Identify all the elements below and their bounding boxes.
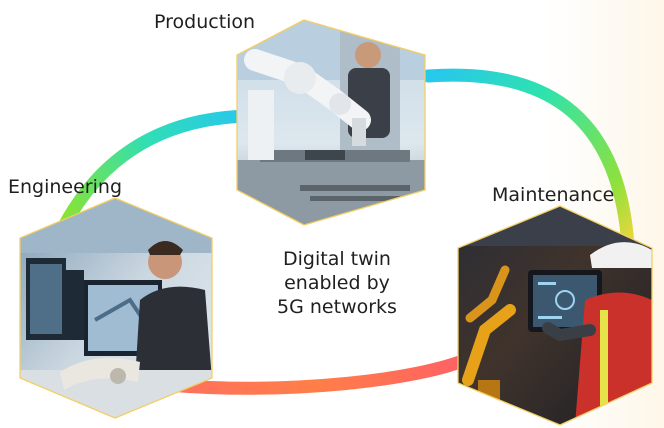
label-maintenance: Maintenance [492,184,615,206]
engineering-node [19,197,213,419]
arrow-maintenance-to-engineering [161,351,477,395]
label-engineering: Engineering [8,176,122,198]
maintenance-node [457,205,653,426]
label-production: Production [154,11,256,33]
center-caption-line-1: Digital twin [283,248,391,270]
production-node [236,19,426,226]
arrow-engineering-to-production [51,109,255,245]
center-caption-line-3: 5G networks [277,295,397,318]
center-caption: Digital twin enabled by 5G networks [262,248,412,320]
cycle-arrows [51,68,635,395]
production-photo [237,20,425,225]
engineering-photo [20,198,212,418]
maintenance-photo [458,206,652,425]
center-caption-line-2: enabled by [284,271,390,294]
arrow-production-to-maintenance [421,68,635,252]
